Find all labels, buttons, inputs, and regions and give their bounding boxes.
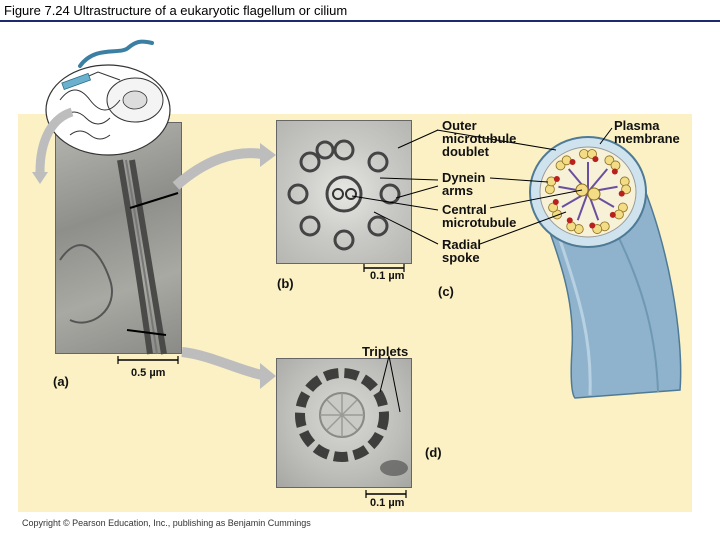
outer-doublet-microtubule [544,184,555,195]
outer-doublet-microtubule [587,149,597,159]
label-central-microtubule: Central microtubule [442,202,517,230]
micrograph-b [276,120,412,264]
arrow-to-micrograph-b [172,148,263,190]
dynein-arm [552,199,559,206]
dynein-arm [566,217,573,224]
micrograph-a-flagellum [59,159,179,355]
label-outer-microtubule-doublet: Outer microtubule doublet [442,118,517,159]
outer-doublet-microtubule [619,176,630,187]
dynein-arm [609,211,616,218]
scale-label-a: 0.5 µm [131,367,166,379]
arrow-to-micrograph-d [181,347,264,380]
figure-title: Figure 7.24 Ultrastructure of a eukaryot… [4,3,348,18]
label-triplets: Triplets [362,344,409,359]
panel-label-b: (b) [277,276,294,291]
title-rule [0,20,720,22]
dynein-arm [569,159,576,166]
label-radial-spoke: Radial spoke [442,237,482,265]
dynein-arm [589,222,596,229]
outer-doublet-microtubule [592,224,603,234]
radial-spoke [576,191,589,221]
micrograph-b-cross-section [287,139,401,251]
outer-doublet-microtubule [610,160,621,171]
dynein-arm [553,175,560,182]
scale-label-b: 0.1 µm [370,270,405,282]
flagellum-illustration [529,136,682,399]
outer-doublet-microtubule [561,155,572,166]
dynein-arm [618,190,625,197]
label-plasma-membrane: Plasma membrane [614,118,680,146]
scale-label-d: 0.1 µm [370,497,405,509]
cell-illustration [45,39,171,156]
micrograph-d-basal-body [295,368,408,476]
panel-label-d: (d) [425,445,442,460]
label-leaders-b [351,129,439,413]
label-dynein-arms: Dynein arms [442,170,486,198]
panel-label-a: (a) [53,374,69,389]
arrow-to-micrograph-a [35,107,74,173]
label-leaders-c [436,127,613,245]
panel-label-c: (c) [438,284,454,299]
outer-doublet-microtubule [566,221,577,232]
dynein-arm [611,168,618,175]
dynein-arm [592,156,599,163]
copyright-notice: Copyright © Pearson Education, Inc., pub… [22,518,311,528]
